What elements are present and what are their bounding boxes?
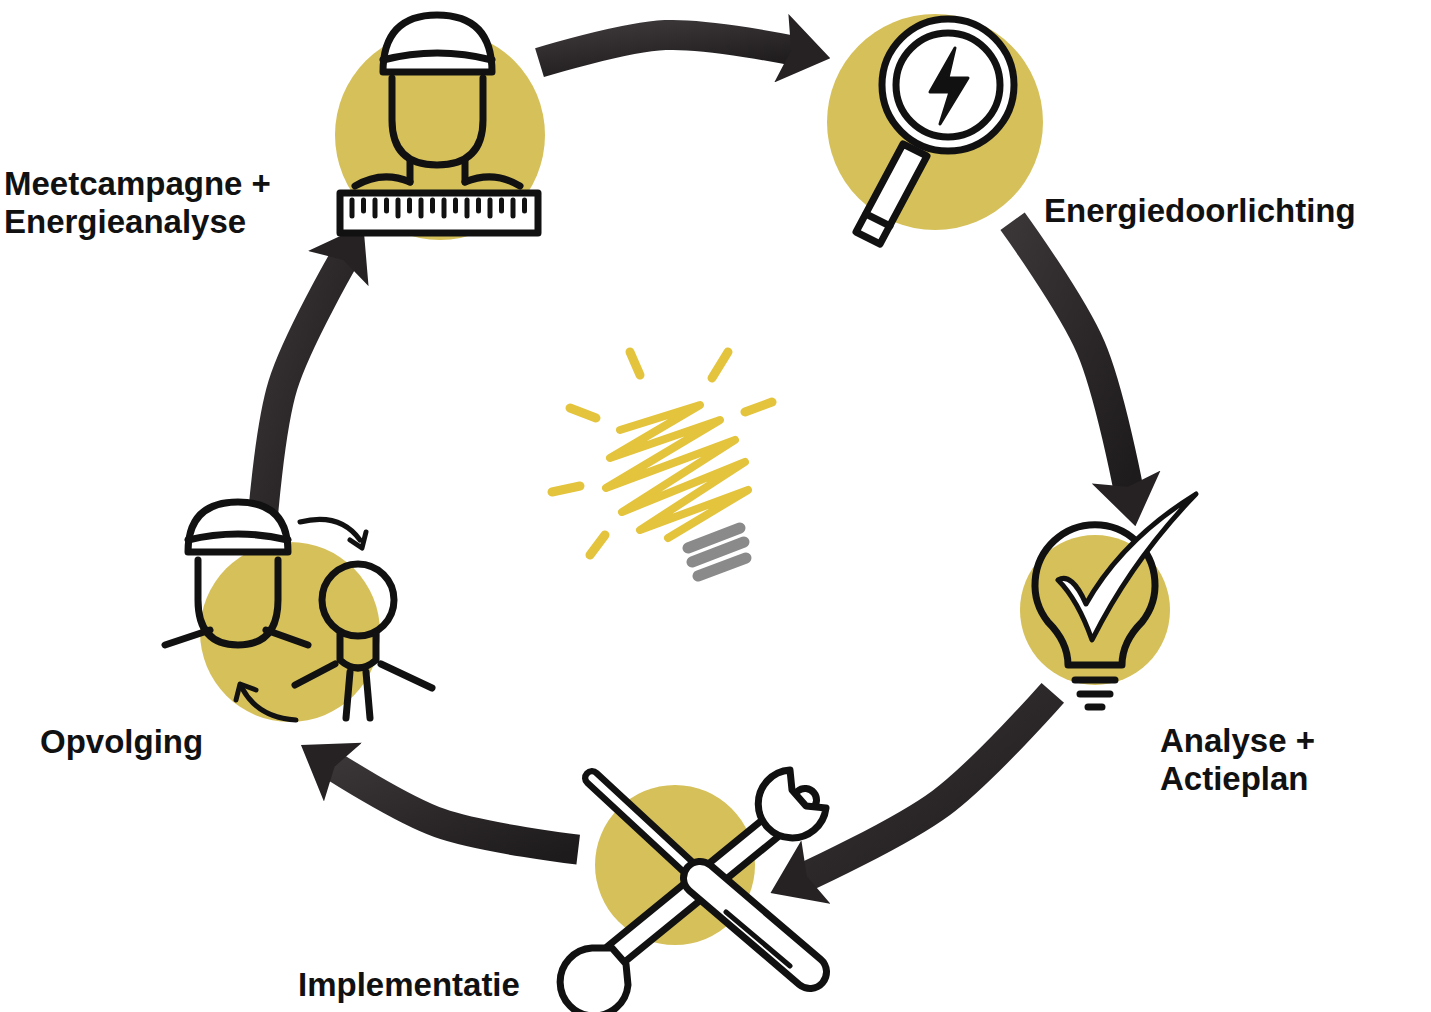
ruler-tick bbox=[407, 200, 412, 211]
ruler-tick bbox=[442, 200, 447, 216]
cycle-arrow bbox=[540, 35, 796, 63]
ruler-tick bbox=[361, 200, 366, 211]
cycle-arrow bbox=[330, 764, 578, 850]
circle-outline bbox=[595, 785, 755, 945]
circle-outline bbox=[335, 30, 545, 240]
step-circle: Meetcampagne + Energieanalyse bbox=[335, 30, 545, 240]
step-label: Implementatie bbox=[298, 966, 520, 1004]
cycle-arrow bbox=[802, 693, 1052, 879]
circle-outline bbox=[827, 14, 1043, 230]
ruler-tick bbox=[465, 200, 470, 216]
circle-fill bbox=[335, 30, 545, 240]
circle-outline bbox=[1020, 535, 1170, 685]
ruler-tick bbox=[522, 200, 527, 211]
step-label: Meetcampagne + Energieanalyse bbox=[4, 165, 344, 241]
step-circle: Opvolging bbox=[200, 542, 380, 722]
step-label: Energiedoorlichting bbox=[1044, 192, 1356, 230]
step-circle: Energiedoorlichting bbox=[827, 14, 1043, 230]
circle-fill bbox=[200, 542, 380, 722]
step-label: Opvolging bbox=[40, 723, 203, 761]
ruler-tick bbox=[488, 200, 493, 216]
ruler-tick bbox=[430, 200, 435, 211]
ruler-tick bbox=[373, 200, 378, 216]
step-label: Analyse + Actieplan bbox=[1160, 722, 1360, 798]
circle-fill bbox=[1020, 535, 1170, 685]
ruler-tick bbox=[384, 200, 389, 211]
ruler-tick bbox=[511, 200, 516, 216]
bulb-check-icon bbox=[1035, 494, 1196, 707]
tools-icon bbox=[560, 770, 826, 1012]
ruler-tick bbox=[453, 200, 458, 211]
circle-fill bbox=[595, 785, 755, 945]
ruler-tick bbox=[476, 200, 481, 211]
step-circle: Analyse + Actieplan bbox=[1020, 535, 1170, 685]
ruler-tick bbox=[396, 200, 401, 216]
circle-outline bbox=[200, 542, 380, 722]
ruler-tick bbox=[419, 200, 424, 216]
step-circle: Implementatie bbox=[595, 785, 755, 945]
circle-fill bbox=[827, 14, 1043, 230]
ruler-tick bbox=[350, 200, 355, 216]
follow-up-icon bbox=[165, 502, 432, 720]
magnifier-icon bbox=[856, 19, 1014, 244]
ruler-tick bbox=[499, 200, 504, 211]
worker-icon bbox=[340, 15, 538, 233]
cycle-arrow bbox=[262, 256, 346, 528]
cycle-arrow bbox=[1013, 221, 1129, 491]
